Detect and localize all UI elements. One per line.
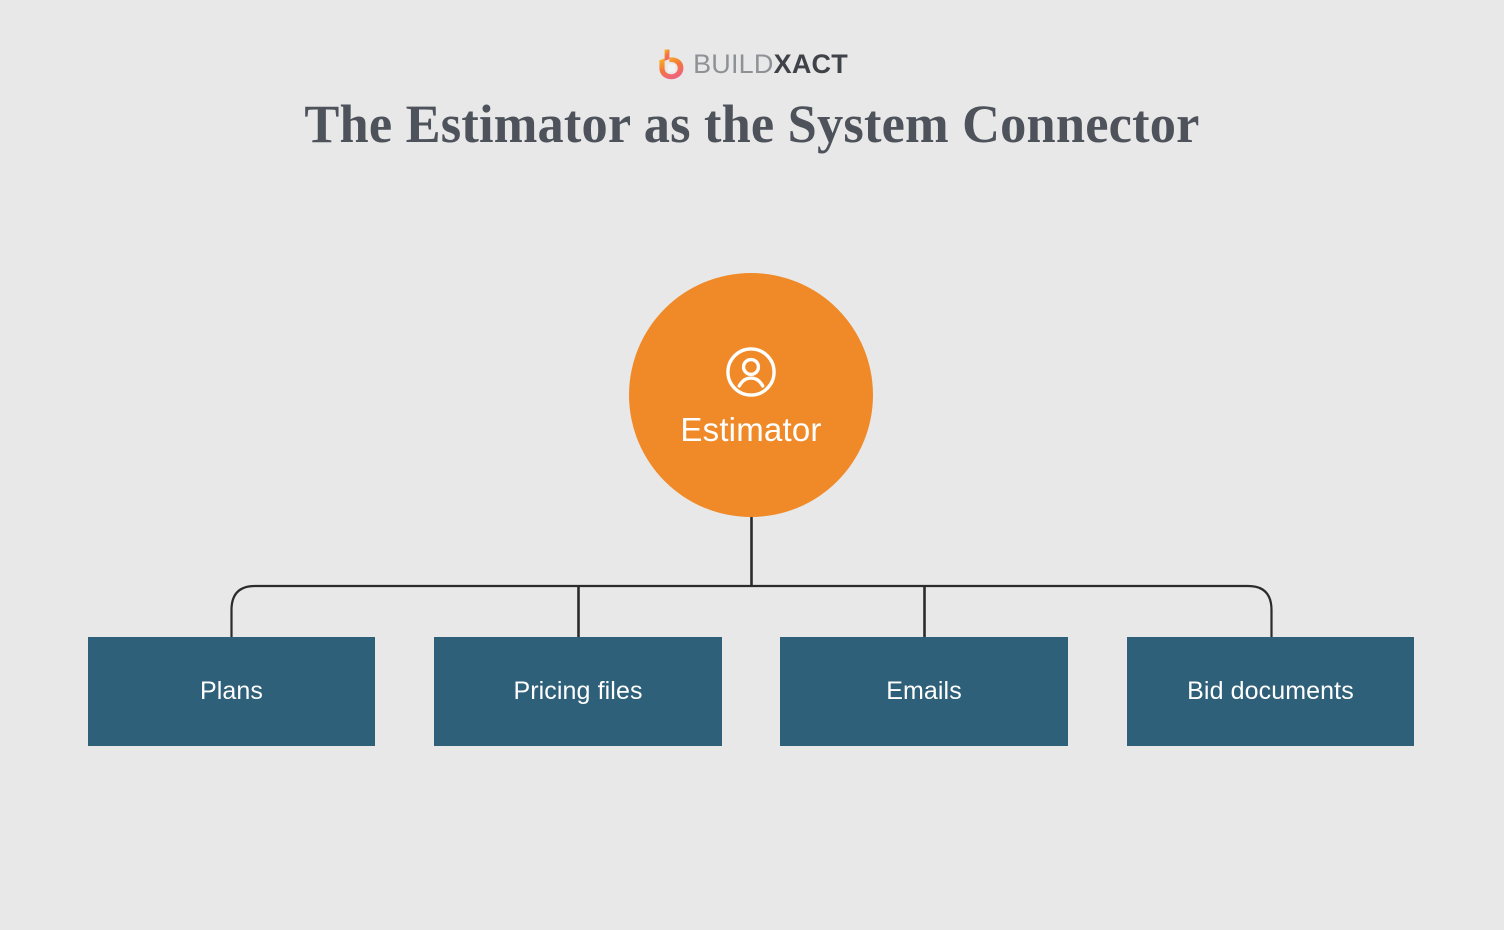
node-box-pricing-files[interactable]: Pricing files [434,637,722,746]
node-label: Plans [199,677,264,705]
node-box-bid-documents[interactable]: Bid documents [1127,637,1414,746]
hub-label: Estimator [680,410,822,448]
user-avatar-icon [726,346,776,397]
node-box-plans[interactable]: Plans [88,637,375,746]
node-label: Pricing files [513,677,643,705]
node-label: Bid documents [1187,677,1354,705]
buildxact-b-logo-icon [659,49,684,80]
connector-bus [230,584,1273,639]
node-box-emails[interactable]: Emails [780,637,1068,746]
brand-word-xact: XACT [773,48,848,79]
node-label: Emails [886,677,962,705]
brand-word-build: BUILD [693,48,774,79]
page-title: The Estimator as the System Connector [304,94,1200,154]
hub-node-estimator[interactable]: Estimator [629,273,873,517]
